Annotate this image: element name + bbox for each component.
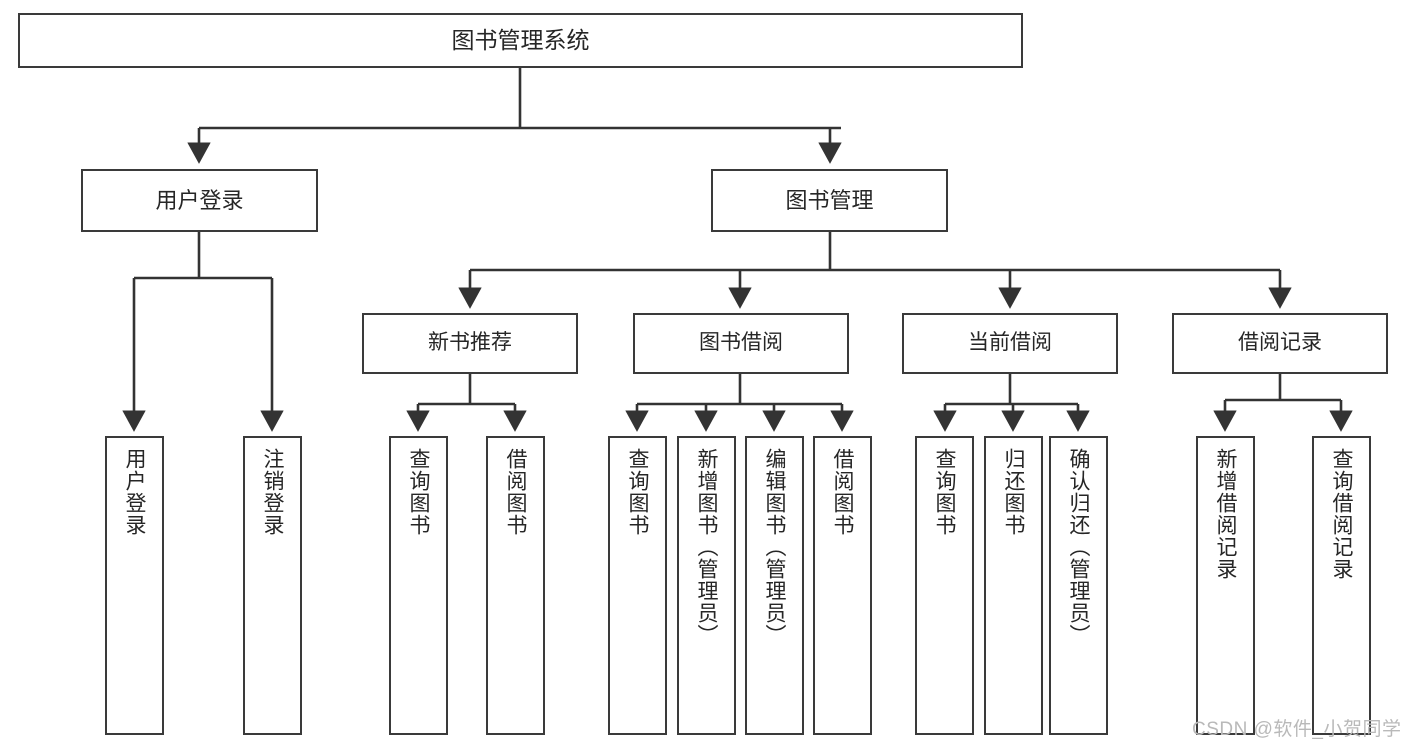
- node-label: 当前借阅: [968, 331, 1052, 355]
- node-label: 用户登录: [123, 448, 146, 536]
- node-label: 新增图书（管理员）: [695, 448, 718, 646]
- node-label: 借阅图书: [831, 448, 854, 536]
- node-book-borrow[interactable]: 图书借阅: [633, 313, 849, 374]
- leaf-user-login-signout[interactable]: 注销登录: [243, 436, 302, 735]
- leaf-book-borrow-query[interactable]: 查询图书: [608, 436, 667, 735]
- leaf-current-borrow-query[interactable]: 查询图书: [915, 436, 974, 735]
- node-label: 查询借阅记录: [1330, 448, 1353, 580]
- node-label: 注销登录: [261, 448, 284, 536]
- node-user-login[interactable]: 用户登录: [81, 169, 318, 232]
- leaf-current-borrow-return[interactable]: 归还图书: [984, 436, 1043, 735]
- leaf-book-borrow-add[interactable]: 新增图书（管理员）: [677, 436, 736, 735]
- leaf-book-borrow-edit[interactable]: 编辑图书（管理员）: [745, 436, 804, 735]
- node-label: 归还图书: [1002, 448, 1025, 536]
- leaf-new-book-borrow[interactable]: 借阅图书: [486, 436, 545, 735]
- node-label: 新增借阅记录: [1214, 448, 1237, 580]
- leaf-user-login-signin[interactable]: 用户登录: [105, 436, 164, 735]
- leaf-current-borrow-confirm-return[interactable]: 确认归还（管理员）: [1049, 436, 1108, 735]
- node-book-management[interactable]: 图书管理: [711, 169, 948, 232]
- node-current-borrow[interactable]: 当前借阅: [902, 313, 1118, 374]
- leaf-borrow-record-add[interactable]: 新增借阅记录: [1196, 436, 1255, 735]
- node-label: 编辑图书（管理员）: [763, 448, 786, 646]
- node-borrow-record[interactable]: 借阅记录: [1172, 313, 1388, 374]
- node-label: 图书管理: [785, 187, 874, 213]
- node-root-book-management-system[interactable]: 图书管理系统: [18, 13, 1023, 68]
- csdn-watermark: CSDN @软件_小贺同学: [1192, 719, 1402, 740]
- node-label: 新书推荐: [428, 331, 512, 355]
- node-label: 图书借阅: [699, 331, 783, 355]
- node-label: 查询图书: [626, 448, 649, 536]
- leaf-new-book-query[interactable]: 查询图书: [389, 436, 448, 735]
- node-new-book-recommend[interactable]: 新书推荐: [362, 313, 578, 374]
- node-label: 查询图书: [933, 448, 956, 536]
- node-label: 确认归还（管理员）: [1067, 448, 1090, 646]
- node-label: 借阅图书: [504, 448, 527, 536]
- node-label: 查询图书: [407, 448, 430, 536]
- node-label: 图书管理系统: [451, 27, 590, 54]
- leaf-borrow-record-query[interactable]: 查询借阅记录: [1312, 436, 1371, 735]
- node-label: 借阅记录: [1238, 331, 1322, 355]
- leaf-book-borrow-borrow[interactable]: 借阅图书: [813, 436, 872, 735]
- node-label: 用户登录: [155, 187, 244, 213]
